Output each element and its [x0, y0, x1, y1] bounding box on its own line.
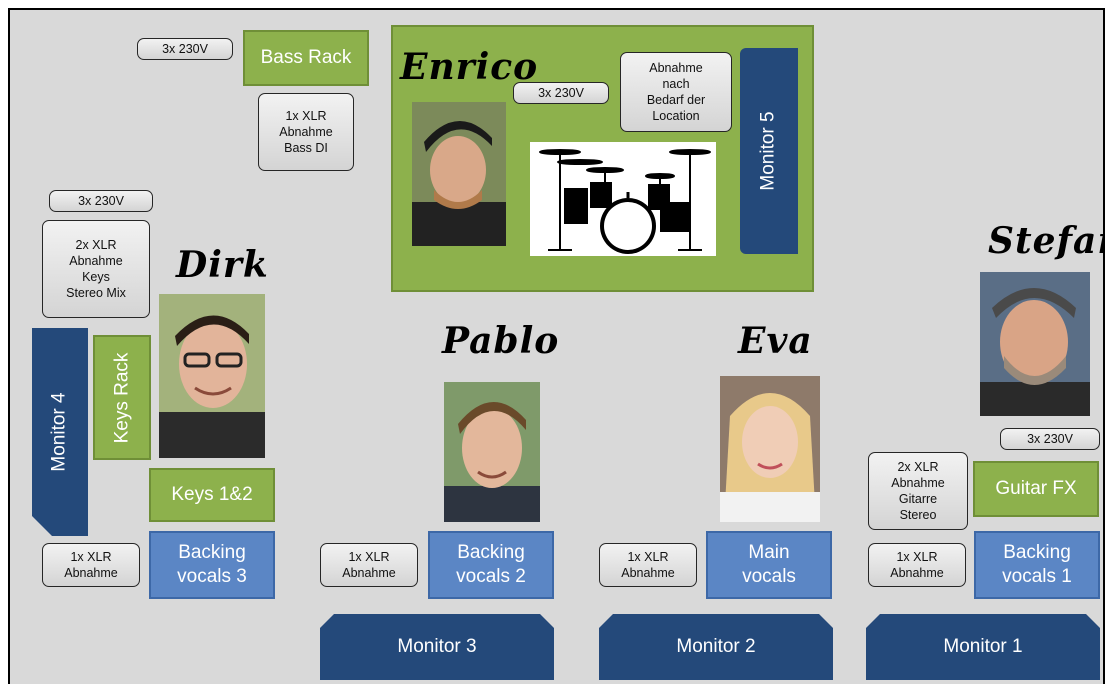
bass-di-note: 1x XLR Abnahme Bass DI	[258, 93, 354, 171]
stefan-photo	[980, 272, 1090, 416]
keys-rack-label: Keys Rack	[111, 352, 132, 443]
keys-mic-note: 1x XLR Abnahme	[42, 543, 140, 587]
stage-plot: Enrico 3x 230V Abnahme nach Bedarf der L…	[8, 8, 1105, 684]
eva-photo	[720, 376, 820, 522]
keys-player-photo	[159, 294, 265, 458]
monitor-2: Monitor 2	[599, 614, 833, 680]
backing-vocals-2-mic: Backing vocals 2	[428, 531, 554, 599]
stefan-power-note: 3x 230V	[1000, 428, 1100, 450]
pablo-photo	[444, 382, 540, 522]
eva-name: Eva	[738, 320, 813, 362]
bass-rack: Bass Rack	[243, 30, 369, 86]
drum-kit-image	[530, 142, 716, 256]
backing-vocals-1-mic: Backing vocals 1	[974, 531, 1100, 599]
stefan-mic-note: 1x XLR Abnahme	[868, 543, 966, 587]
keys-rack: Keys Rack	[93, 335, 151, 460]
drum-mic-note: Abnahme nach Bedarf der Location	[620, 52, 732, 132]
guitar-fx: Guitar FX	[973, 461, 1099, 517]
monitor-3: Monitor 3	[320, 614, 554, 680]
keys-player-name: Dirk	[176, 244, 269, 286]
bass-power-note: 3x 230V	[137, 38, 233, 60]
monitor-5: Monitor 5	[740, 48, 798, 254]
pablo-name: Pablo	[442, 320, 560, 362]
stefan-name: Stefan	[988, 220, 1105, 262]
main-vocals-mic: Main vocals	[706, 531, 832, 599]
keys-xlr-note: 2x XLR Abnahme Keys Stereo Mix	[42, 220, 150, 318]
backing-vocals-3-mic: Backing vocals 3	[149, 531, 275, 599]
monitor-5-label: Monitor 5	[758, 111, 780, 191]
keys-power-note: 3x 230V	[49, 190, 153, 212]
keys-instrument: Keys 1&2	[149, 468, 275, 522]
guitar-xlr-note: 2x XLR Abnahme Gitarre Stereo	[868, 452, 968, 530]
drummer-photo	[412, 102, 506, 246]
monitor-4: Monitor 4	[32, 328, 88, 536]
monitor-1: Monitor 1	[866, 614, 1100, 680]
drum-power-note: 3x 230V	[513, 82, 609, 104]
eva-mic-note: 1x XLR Abnahme	[599, 543, 697, 587]
pablo-mic-note: 1x XLR Abnahme	[320, 543, 418, 587]
monitor-4-label: Monitor 4	[49, 392, 71, 472]
drummer-name: Enrico	[400, 46, 539, 88]
